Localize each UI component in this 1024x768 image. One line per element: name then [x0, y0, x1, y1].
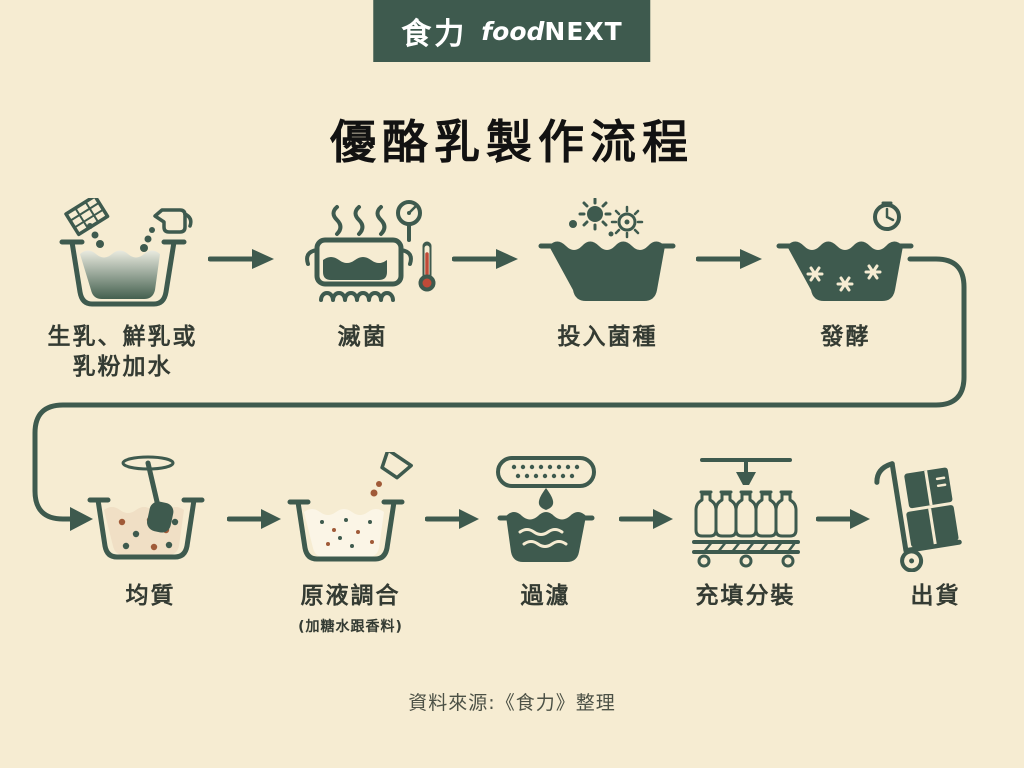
- brand-en-next: NEXT: [544, 16, 623, 46]
- sterilize-icon: [305, 200, 436, 302]
- ship-icon: [874, 461, 962, 572]
- step-fill-pack: 充填分裝: [658, 452, 833, 612]
- brand-en-food: food: [481, 16, 545, 46]
- arrow-right-icon: [208, 249, 274, 269]
- step-sterilize: 滅菌: [275, 195, 450, 353]
- brand-badge: 食力 food NEXT: [373, 0, 651, 62]
- brand-en: food NEXT: [481, 17, 622, 46]
- step-label: 投入菌種: [557, 324, 658, 350]
- arrow-right-icon: [696, 249, 762, 269]
- step-filter: 過濾: [473, 452, 618, 612]
- step-label: 發酵: [820, 324, 871, 350]
- step-homogenize: 均質: [78, 452, 223, 612]
- homogenize-icon: [87, 455, 204, 560]
- step-raw-milk: 生乳、鮮乳或 乳粉加水: [35, 195, 210, 383]
- brand-cn: 食力: [401, 17, 468, 52]
- step-label: 充填分裝: [695, 583, 796, 609]
- step-label: 出貨: [910, 583, 961, 609]
- source-note: 資料來源:《食力》整理: [408, 692, 616, 714]
- milk-pour-icon: [59, 198, 193, 307]
- step-label: 均質: [125, 583, 176, 609]
- fill-pack-icon: [692, 458, 800, 568]
- step-ferment: 發酵: [758, 195, 933, 353]
- filter-icon: [495, 456, 596, 562]
- arrow-right-icon: [452, 249, 518, 269]
- step-ship: 出貨: [863, 452, 1008, 612]
- page-title: 優酪乳製作流程: [330, 115, 694, 169]
- step-label: 原液調合: [300, 583, 401, 609]
- step-blend: 原液調合 (加糖水跟香料): [278, 452, 423, 636]
- step-label: 過濾: [520, 583, 571, 609]
- blend-icon: [287, 452, 413, 562]
- step-label: 滅菌: [337, 324, 388, 350]
- step-add-culture: 投入菌種: [520, 195, 695, 353]
- ferment-icon: [776, 201, 914, 301]
- step-label: 生乳、鮮乳或 乳粉加水: [47, 324, 198, 380]
- step-sublabel: (加糖水跟香料): [298, 618, 403, 635]
- add-culture-icon: [538, 198, 676, 301]
